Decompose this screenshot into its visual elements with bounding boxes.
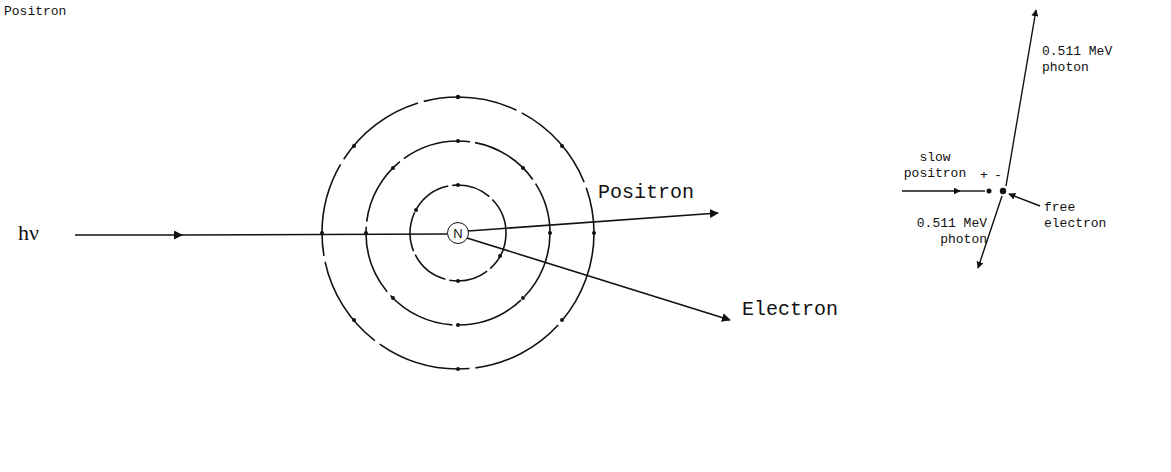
nucleus-circle: N: [447, 222, 469, 244]
photon-symbol: hν: [18, 220, 39, 246]
particle-label: Electron: [742, 298, 838, 322]
annihilating-particles: [987, 188, 1007, 194]
charge-sign: -: [994, 168, 1002, 184]
shell-electrons: [320, 95, 596, 371]
particle-label: Positron: [4, 4, 66, 20]
particle-label: Positron: [598, 181, 694, 205]
electron-shells: [322, 97, 594, 369]
nucleus-symbol: N: [453, 227, 462, 240]
particle-label: free electron: [1044, 200, 1114, 231]
photon-label: 0.511 MeV photon: [905, 216, 987, 247]
photon-label: 0.511 MeV photon: [1042, 44, 1124, 75]
particle-label: slow positron: [900, 150, 970, 181]
annihilation-inset: [902, 10, 1040, 268]
particle-paths: [75, 213, 730, 320]
charge-sign: +: [980, 168, 988, 184]
